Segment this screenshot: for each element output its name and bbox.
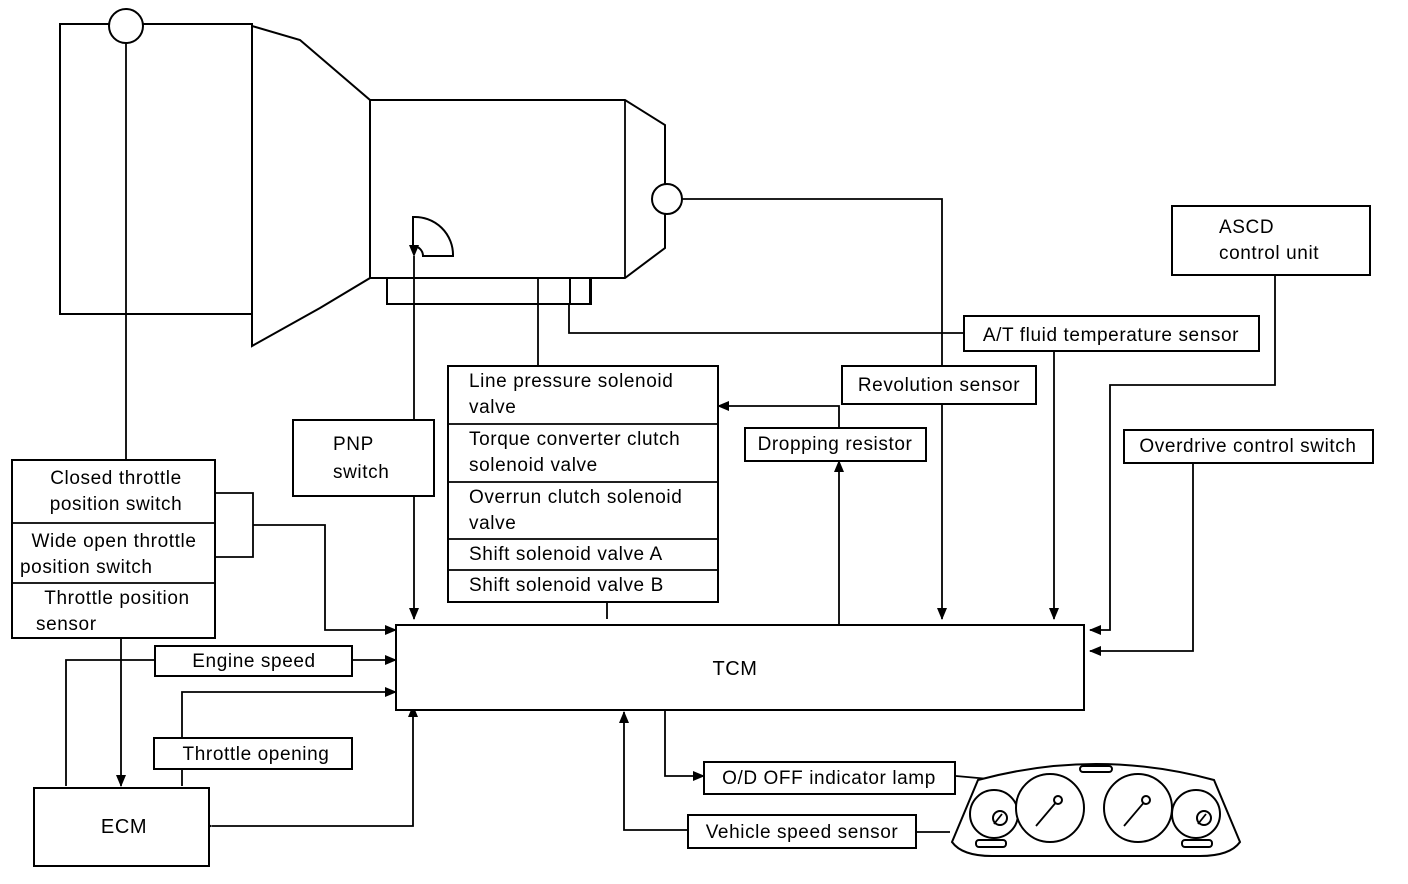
tcm-box: TCM xyxy=(395,624,1085,711)
throttle-position-sensor-label-2: sensor xyxy=(36,614,97,635)
transmission-drawing xyxy=(59,8,683,348)
pnp-switch-box: PNP switch xyxy=(292,419,435,497)
throttle-sensor-circle xyxy=(108,8,144,44)
throttle-opening-label: Throttle opening xyxy=(183,744,330,765)
overdrive-switch-label: Overdrive control switch xyxy=(1139,436,1356,457)
vehicle-speed-sensor-box: Vehicle speed sensor xyxy=(687,814,917,849)
engine-block xyxy=(59,23,253,315)
tachometer-hub xyxy=(1053,795,1063,805)
speedometer-gauge xyxy=(1103,773,1173,843)
revolution-sensor-label: Revolution sensor xyxy=(858,375,1020,396)
fluid-temp-sensor-label: A/T fluid temperature sensor xyxy=(983,325,1239,346)
torque-converter-label-1: Torque converter clutch xyxy=(469,429,680,450)
overrun-clutch-label-2: valve xyxy=(469,513,516,534)
wide-open-throttle-label-2: position switch xyxy=(20,557,153,578)
line-pressure-label-1: Line pressure solenoid xyxy=(469,371,673,392)
cluster-top-indicator xyxy=(1079,765,1113,773)
dropping-resistor-label: Dropping resistor xyxy=(758,434,913,455)
tcm-label: TCM xyxy=(712,658,757,680)
cluster-bottom-left-indicator xyxy=(975,839,1007,848)
converter-housing xyxy=(251,24,371,348)
right-small-gauge xyxy=(1171,789,1221,839)
shift-b-label: Shift solenoid valve B xyxy=(469,575,664,596)
ascd-label-2: control unit xyxy=(1219,243,1319,264)
ecm-label: ECM xyxy=(101,816,147,838)
connections xyxy=(65,43,1276,833)
closed-throttle-label-2: position switch xyxy=(50,494,183,515)
dropping-resistor-box: Dropping resistor xyxy=(744,427,927,462)
engine-speed-label: Engine speed xyxy=(192,651,315,672)
overdrive-switch-box: Overdrive control switch xyxy=(1123,429,1374,464)
fluid-temp-sensor-box: A/T fluid temperature sensor xyxy=(963,315,1260,352)
overrun-clutch-label-1: Overrun clutch solenoid xyxy=(469,487,682,508)
shift-a-label: Shift solenoid valve A xyxy=(469,544,663,565)
tachometer-gauge xyxy=(1015,773,1085,843)
ascd-control-unit-box: ASCD control unit xyxy=(1171,205,1371,276)
throttle-position-sensor-label-1: Throttle position xyxy=(44,588,189,609)
fluid-temp-sensor-port xyxy=(569,277,591,305)
engine-speed-box: Engine speed xyxy=(154,645,353,677)
torque-converter-label-2: solenoid valve xyxy=(469,455,598,476)
transmission-case xyxy=(369,99,666,279)
ecm-box: ECM xyxy=(33,787,210,867)
throttle-opening-box: Throttle opening xyxy=(153,737,353,770)
revolution-sensor-box: Revolution sensor xyxy=(841,365,1037,405)
cluster-bottom-right-indicator xyxy=(1181,839,1213,848)
instrument-cluster xyxy=(950,763,1242,857)
speedometer-hub xyxy=(1141,795,1151,805)
solenoid-group-box: Line pressure solenoid valve Torque conv… xyxy=(447,365,719,603)
od-off-lamp-label: O/D OFF indicator lamp xyxy=(722,768,936,789)
ascd-label-1: ASCD xyxy=(1219,217,1274,238)
od-off-lamp-box: O/D OFF indicator lamp xyxy=(703,761,956,795)
oil-pan xyxy=(386,277,592,305)
pnp-label-1: PNP xyxy=(333,434,374,455)
throttle-group-box: Closed throttle position switch Wide ope… xyxy=(11,459,216,639)
wide-open-throttle-label-1: Wide open throttle xyxy=(32,531,197,552)
line-pressure-label-2: valve xyxy=(469,397,516,418)
vehicle-speed-sensor-label: Vehicle speed sensor xyxy=(706,822,899,843)
pnp-label-2: switch xyxy=(333,462,389,483)
closed-throttle-label-1: Closed throttle xyxy=(50,468,182,489)
revolution-sensor-circle xyxy=(651,183,683,215)
